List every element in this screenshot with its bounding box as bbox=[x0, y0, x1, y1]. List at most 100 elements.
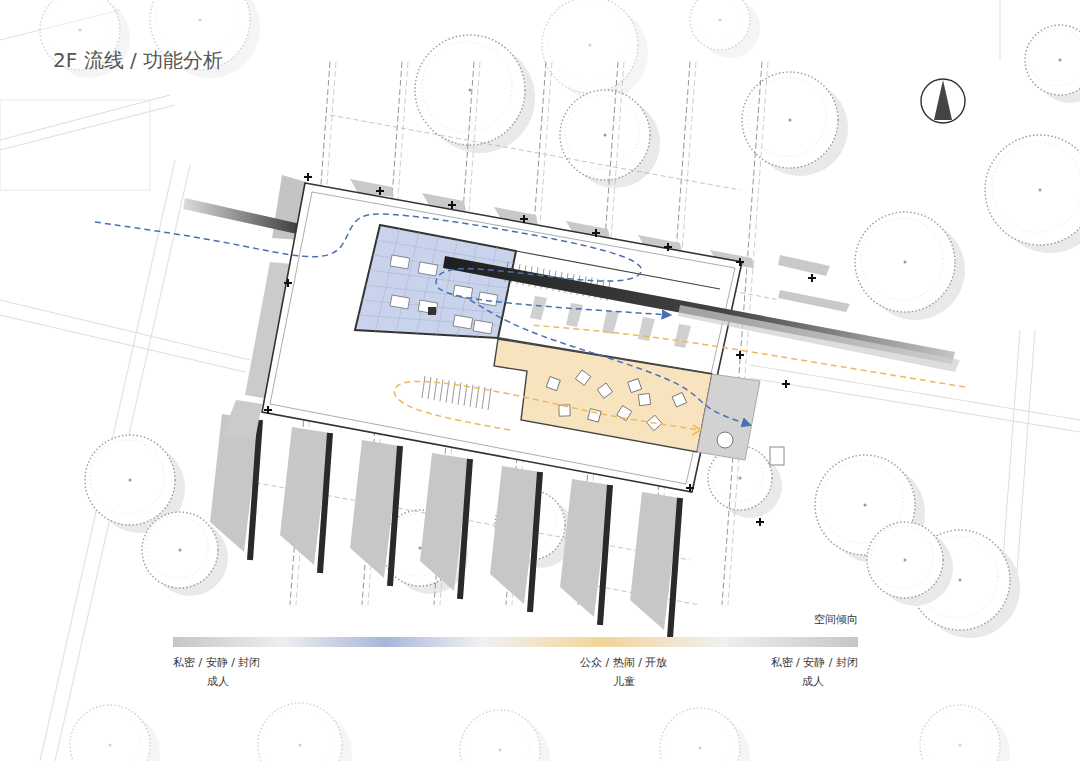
tree-trunk bbox=[109, 744, 112, 747]
stair-tread bbox=[422, 376, 425, 398]
play-table bbox=[546, 377, 560, 391]
tree-canopy-inner bbox=[565, 95, 639, 169]
tree-canopy-inner bbox=[692, 0, 741, 42]
column-mark bbox=[667, 243, 669, 251]
site-line bbox=[1015, 330, 1035, 600]
tree bbox=[920, 705, 1010, 761]
tree-canopy bbox=[1025, 25, 1080, 95]
column-mark bbox=[667, 243, 669, 251]
tendency-label: 公众 / 热闹 / 开放 bbox=[580, 655, 667, 670]
play-table bbox=[672, 392, 687, 407]
tree-trunk bbox=[299, 744, 302, 747]
grid-line bbox=[330, 115, 740, 190]
north-pointer bbox=[934, 80, 952, 120]
tendency-bar bbox=[173, 637, 858, 647]
fin-wall bbox=[530, 472, 540, 612]
adult-flow bbox=[470, 300, 750, 425]
tree bbox=[660, 708, 750, 761]
fin-wall bbox=[460, 459, 470, 599]
column-mark bbox=[739, 258, 741, 266]
beam-shadow bbox=[678, 305, 960, 372]
fin-wall bbox=[390, 446, 400, 586]
tree-canopy-inner bbox=[263, 708, 332, 761]
fin-wall bbox=[670, 498, 680, 638]
play-table bbox=[575, 370, 590, 385]
tree bbox=[1025, 25, 1080, 103]
fin-wall bbox=[320, 433, 330, 573]
skylight-shadow bbox=[602, 310, 619, 334]
site-line bbox=[0, 105, 175, 150]
fin-shadow bbox=[778, 290, 850, 312]
tree-canopy bbox=[690, 0, 750, 50]
tree-canopy bbox=[415, 35, 525, 145]
tree-trunk bbox=[959, 579, 962, 582]
tree-trunk bbox=[864, 504, 867, 507]
tree-canopy-inner bbox=[871, 526, 933, 588]
desk bbox=[453, 315, 473, 329]
stair-bottom bbox=[422, 376, 491, 410]
skylight-shadow bbox=[674, 324, 691, 348]
skylight-shadow bbox=[638, 317, 655, 341]
wall-shadow bbox=[222, 400, 262, 440]
tree-trunk bbox=[179, 549, 182, 552]
tile-line bbox=[396, 232, 419, 332]
floor-slab bbox=[262, 183, 742, 492]
column-mark bbox=[287, 279, 289, 287]
tendency-label: 私密 / 安静 / 封闭 bbox=[173, 655, 260, 670]
column-mark bbox=[785, 380, 787, 388]
tree bbox=[855, 212, 965, 320]
stair-tread bbox=[428, 377, 431, 399]
tree-canopy-inner bbox=[548, 3, 627, 82]
north-arrow bbox=[921, 79, 965, 123]
tree-trunk bbox=[199, 19, 202, 22]
tree-canopy-inner bbox=[74, 709, 140, 761]
desk bbox=[390, 255, 410, 269]
tree-trunk bbox=[79, 29, 82, 32]
tree-trunk bbox=[129, 479, 132, 482]
skylight-shadow bbox=[530, 296, 547, 320]
stair-tread bbox=[488, 388, 491, 410]
tree-trunk bbox=[719, 19, 722, 22]
column-mark bbox=[523, 215, 525, 223]
tree bbox=[542, 0, 648, 101]
site-line bbox=[1000, 0, 1001, 60]
tree-canopy bbox=[460, 710, 540, 761]
tile-line bbox=[416, 236, 438, 333]
tree-canopy bbox=[542, 0, 638, 93]
desk bbox=[390, 295, 410, 309]
stair-tread bbox=[476, 386, 479, 408]
tree-canopy bbox=[560, 90, 650, 180]
column-mark bbox=[689, 484, 691, 492]
structural-grid bbox=[240, 62, 780, 605]
tree bbox=[460, 710, 550, 761]
tendency-label: 成人 bbox=[802, 674, 824, 689]
tree bbox=[70, 705, 160, 761]
tree-trunk bbox=[419, 547, 422, 550]
tree bbox=[742, 72, 848, 176]
skylight-shadow bbox=[566, 303, 583, 327]
tree bbox=[258, 703, 352, 761]
grid-line bbox=[728, 62, 768, 605]
column-mark bbox=[811, 274, 813, 282]
desk bbox=[453, 285, 473, 299]
terrace-bench bbox=[770, 447, 784, 465]
column-mark bbox=[267, 406, 269, 414]
tree bbox=[867, 522, 953, 606]
stair-tread bbox=[440, 379, 443, 401]
tree-canopy-inner bbox=[464, 714, 530, 761]
tree bbox=[690, 0, 760, 58]
play-table bbox=[628, 379, 642, 393]
tree-canopy-inner bbox=[992, 142, 1080, 232]
adult-flow bbox=[95, 214, 670, 315]
site-line bbox=[0, 315, 245, 372]
site-block bbox=[0, 100, 150, 190]
tree-canopy bbox=[867, 522, 943, 598]
desk bbox=[473, 320, 493, 334]
tree-canopy bbox=[85, 435, 175, 525]
tree-trunk bbox=[739, 477, 742, 480]
tree-trunk bbox=[589, 44, 592, 47]
stair-tread bbox=[470, 385, 473, 407]
tree-trunk bbox=[499, 749, 502, 752]
tree bbox=[985, 135, 1080, 253]
